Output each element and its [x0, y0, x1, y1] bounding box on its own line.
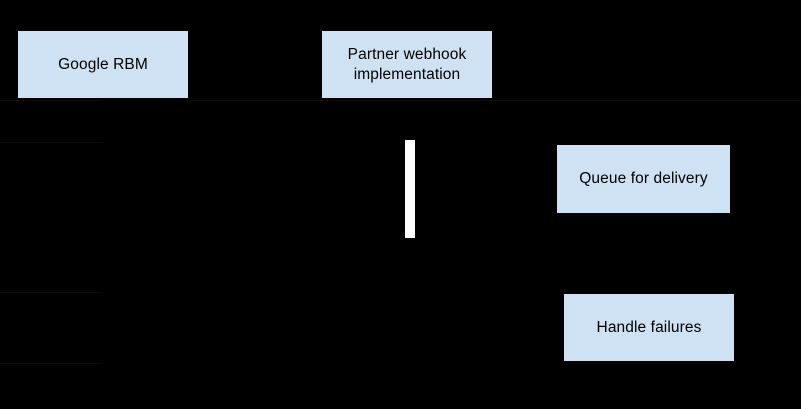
connector-line-left-lower — [0, 292, 103, 293]
connector-line-left-upper — [0, 100, 103, 101]
node-partner-webhook[interactable]: Partner webhook implementation — [322, 31, 492, 98]
node-queue-for-delivery[interactable]: Queue for delivery — [557, 145, 730, 213]
node-google-rbm[interactable]: Google RBM — [18, 31, 188, 98]
connector-line-left-mid — [0, 142, 103, 143]
activation-bar — [405, 140, 415, 238]
connector-line-right-upper — [190, 100, 801, 101]
node-handle-failures[interactable]: Handle failures — [564, 294, 734, 361]
connector-line-left-bottom — [0, 363, 103, 364]
